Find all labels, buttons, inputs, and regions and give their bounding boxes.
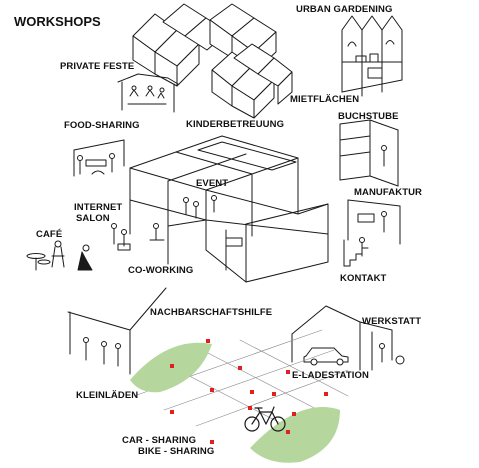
label-nachbarschaftshilfe: NACHBARSCHAFTSHILFE bbox=[150, 307, 273, 318]
label-manufaktur: MANUFAKTUR bbox=[354, 187, 423, 198]
label-event: EVENT bbox=[196, 178, 229, 189]
label-cafe: CAFÉ bbox=[36, 229, 63, 240]
label-private-feste: PRIVATE FESTE bbox=[60, 61, 135, 72]
label-buchstube: BUCHSTUBE bbox=[338, 111, 399, 122]
cafe-scene bbox=[27, 241, 92, 270]
label-kleinlaeden: KLEINLÄDEN bbox=[76, 390, 139, 401]
label-kinderbetreuung: KINDERBETREUUNG bbox=[186, 119, 285, 130]
label-internet-salon-2: SALON bbox=[76, 213, 110, 224]
label-food-sharing: FOOD-SHARING bbox=[64, 120, 140, 131]
label-werkstatt: WERKSTATT bbox=[362, 316, 422, 327]
mietflaechen-houses bbox=[212, 44, 292, 118]
car-icon bbox=[304, 348, 348, 365]
internet-salon-figures bbox=[112, 224, 131, 251]
private-feste-tent bbox=[118, 74, 178, 112]
manufaktur-workspace bbox=[348, 200, 400, 244]
co-working-figures bbox=[150, 224, 164, 241]
label-urban-gardening: URBAN GARDENING bbox=[296, 4, 393, 15]
label-kontakt: KONTAKT bbox=[340, 273, 387, 284]
label-mietflaechen: MIETFLÄCHEN bbox=[290, 94, 360, 105]
werkstatt-canopy bbox=[292, 306, 404, 370]
label-co-working: CO-WORKING bbox=[128, 265, 194, 276]
kleinlaeden-frame bbox=[68, 288, 166, 374]
buchstube-shelves bbox=[340, 120, 398, 186]
central-scaffold-structure bbox=[130, 136, 328, 282]
label-workshops: WORKSHOPS bbox=[14, 14, 101, 29]
label-e-ladestation: E-LADESTATION bbox=[292, 370, 369, 381]
label-bike-sharing: BIKE - SHARING bbox=[138, 446, 215, 457]
food-sharing-scene bbox=[74, 140, 124, 176]
label-car-sharing: CAR - SHARING bbox=[122, 435, 197, 446]
parking-markers bbox=[170, 339, 328, 444]
label-internet-salon-1: INTERNET bbox=[74, 202, 123, 213]
green-area-right bbox=[250, 407, 340, 463]
workshop-houses bbox=[133, 4, 276, 86]
urban-gardening-pavilion bbox=[342, 16, 402, 96]
kontakt-stairs bbox=[344, 238, 368, 267]
bicycle-icon bbox=[245, 407, 285, 431]
